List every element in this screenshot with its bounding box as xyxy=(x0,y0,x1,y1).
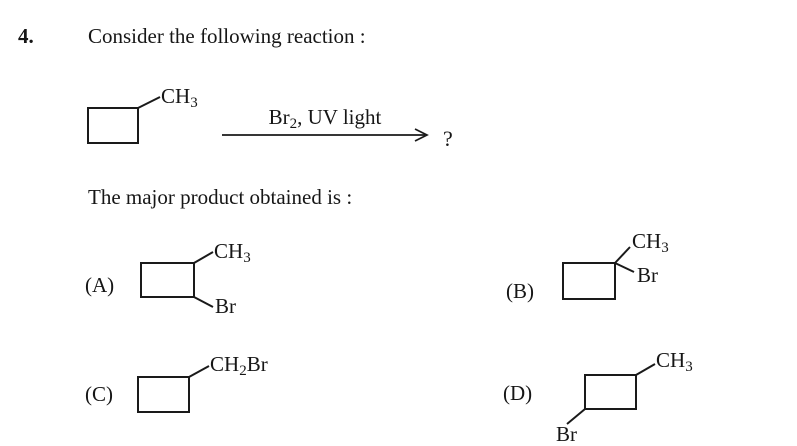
option-c-bromomethyl-label: CH2Br xyxy=(210,352,268,379)
option-d-methyl-sub: 3 xyxy=(685,359,693,375)
option-b-label: (B) xyxy=(506,279,534,303)
option-b-bromo-bond xyxy=(614,262,635,273)
option-a-methyl-label: CH3 xyxy=(214,239,251,266)
option-c-bromomethyl-main: CH xyxy=(210,352,240,376)
option-d-cyclobutane-ring xyxy=(584,374,637,410)
reaction-conditions-label: Br2, UV light xyxy=(222,105,428,132)
option-c-bromomethyl-rest: Br xyxy=(246,352,268,376)
option-a-label: (A) xyxy=(85,273,115,297)
option-d-bromo-label: Br xyxy=(556,424,577,445)
reactant-methyl-bond xyxy=(137,96,161,109)
option-d-label: (D) xyxy=(503,381,533,405)
conditions-rest: , UV light xyxy=(297,105,382,129)
reaction-arrow-head xyxy=(414,128,429,142)
product-placeholder: ? xyxy=(443,126,453,151)
reactant-cyclobutane-ring xyxy=(87,107,139,144)
option-b-methyl-main: CH xyxy=(632,229,662,253)
reactant-methyl-main: CH xyxy=(161,84,191,108)
option-a-methyl-sub: 3 xyxy=(243,250,251,266)
option-b-bromo-label: Br xyxy=(637,265,658,286)
reagent-sub: 2 xyxy=(289,116,298,132)
reactant-methyl-label: CH3 xyxy=(161,84,198,111)
option-a-methyl-bond xyxy=(193,251,214,264)
option-c-bromomethyl-sub: 2 xyxy=(239,363,247,379)
option-b-methyl-sub: 3 xyxy=(661,240,669,256)
reagent-main: Br xyxy=(268,105,290,129)
option-d-methyl-label: CH3 xyxy=(656,348,693,375)
option-b-methyl-bond xyxy=(614,246,631,264)
option-a-bromo-main: Br xyxy=(215,294,236,318)
option-c-label: (C) xyxy=(85,382,113,406)
option-d-bromo-bond xyxy=(566,408,586,425)
option-d-methyl-bond xyxy=(635,363,656,376)
option-b-methyl-label: CH3 xyxy=(632,229,669,256)
option-a-cyclobutane-ring xyxy=(140,262,195,298)
option-a-methyl-main: CH xyxy=(214,239,244,263)
option-b-cyclobutane-ring xyxy=(562,262,616,300)
question-number: 4. xyxy=(18,24,34,48)
option-c-bromomethyl-bond xyxy=(188,365,210,378)
reactant-methyl-sub: 3 xyxy=(190,95,198,111)
option-a-bromo-label: Br xyxy=(215,296,236,317)
option-c-cyclobutane-ring xyxy=(137,376,190,413)
product-question-prompt: The major product obtained is : xyxy=(88,185,353,209)
question-prompt: Consider the following reaction : xyxy=(88,24,366,48)
option-d-methyl-main: CH xyxy=(656,348,686,372)
option-b-bromo-main: Br xyxy=(637,263,658,287)
option-a-bromo-bond xyxy=(193,296,214,308)
option-d-bromo-main: Br xyxy=(556,422,577,446)
